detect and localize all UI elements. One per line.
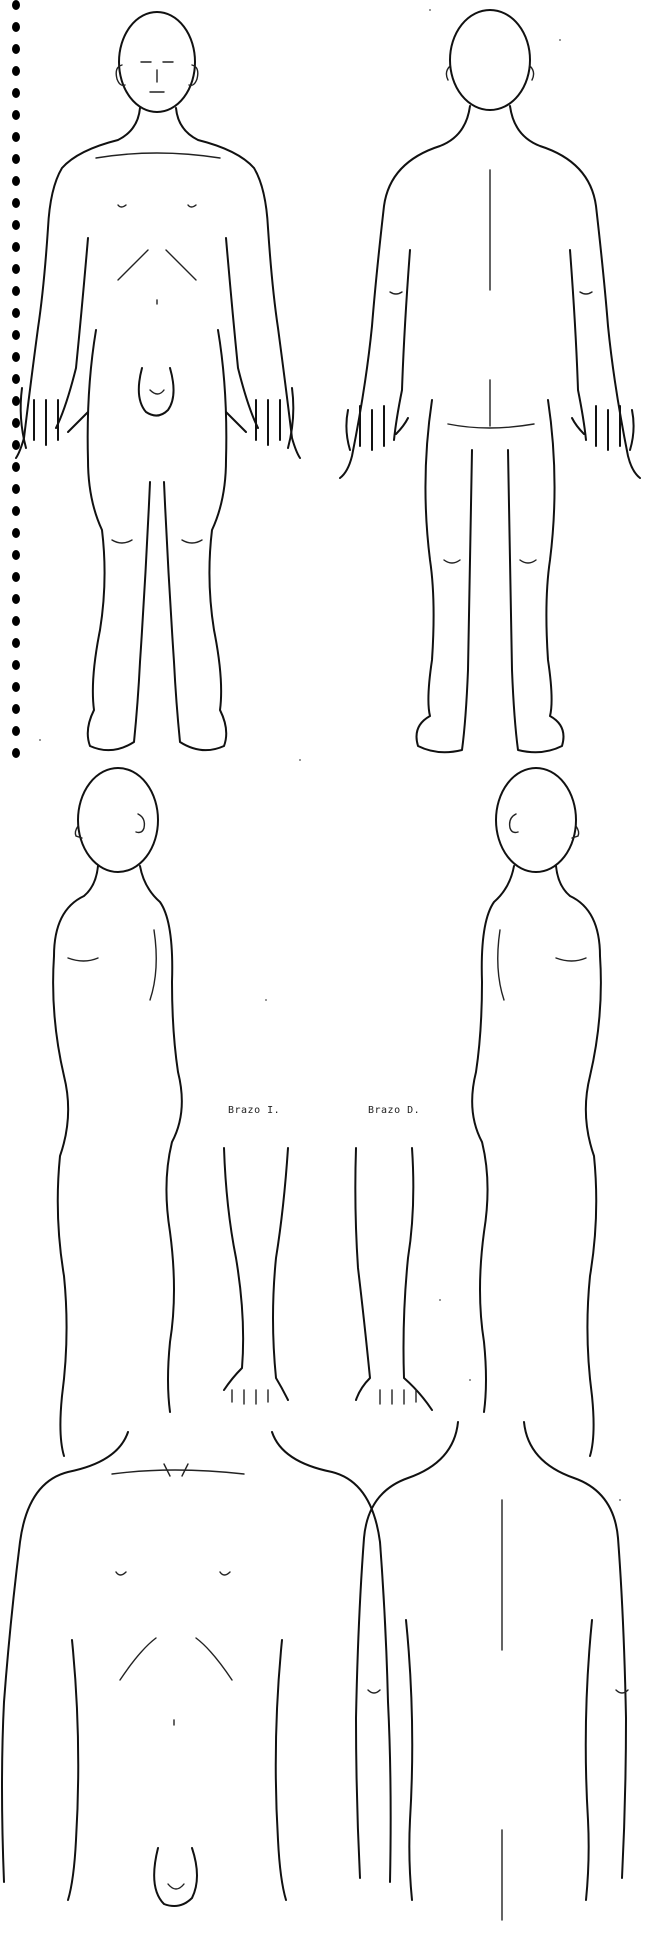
perforation-dot (12, 286, 20, 296)
right-arm-icon (355, 1148, 432, 1410)
body-front-icon (16, 12, 300, 750)
perforation-dot (12, 352, 20, 362)
perforation-dot (12, 660, 20, 670)
perforation-dot (12, 0, 20, 10)
perforation-dot (12, 484, 20, 494)
perforation-dots-icon (12, 0, 26, 778)
perforation-dot (12, 572, 20, 582)
perforation-dot (12, 418, 20, 428)
perforation-dot (12, 374, 20, 384)
scan-specks (39, 9, 621, 1501)
perforation-dot (12, 176, 20, 186)
perforation-dot (12, 594, 20, 604)
perforation-dot (12, 88, 20, 98)
perforation-dot (12, 198, 20, 208)
perforation-dot (12, 308, 20, 318)
body-back-icon (340, 10, 640, 752)
perforation-dot (12, 396, 20, 406)
body-left-side-icon (53, 768, 182, 1456)
perforation-dot (12, 22, 20, 32)
perforation-dot (12, 330, 20, 340)
torso-front-icon (2, 1432, 391, 1906)
left-arm-icon (224, 1148, 288, 1404)
perforation-dot (12, 44, 20, 54)
perforation-dot (12, 264, 20, 274)
perforation-dot (12, 220, 20, 230)
perforation-dot (12, 682, 20, 692)
perforation-dot (12, 154, 20, 164)
left-arm-label: Brazo I. (228, 1105, 280, 1116)
perforation-dot (12, 110, 20, 120)
perforation-dot (12, 638, 20, 648)
perforation-dot (12, 616, 20, 626)
perforation-dot (12, 550, 20, 560)
right-arm-label: Brazo D. (368, 1105, 420, 1116)
perforation-dot (12, 440, 20, 450)
perforation-dot (12, 66, 20, 76)
perforation-dot (12, 132, 20, 142)
body-right-side-icon (472, 768, 601, 1456)
perforation-dot (12, 748, 20, 758)
perforation-dot (12, 242, 20, 252)
torso-back-icon (356, 1422, 628, 1920)
perforation-dot (12, 726, 20, 736)
perforation-dot (12, 704, 20, 714)
perforation-dot (12, 462, 20, 472)
perforation-dot (12, 506, 20, 516)
perforation-dot (12, 528, 20, 538)
